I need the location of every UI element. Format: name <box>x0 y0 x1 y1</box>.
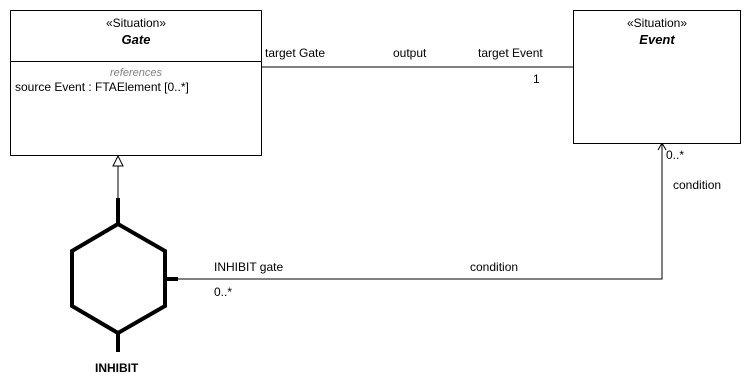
event-class[interactable]: «Situation» Event <box>573 10 741 144</box>
event-stereotype: «Situation» <box>626 16 688 30</box>
gate-class-divider <box>11 61 261 62</box>
target-event-multiplicity: 1 <box>533 72 540 86</box>
condition-association-name: condition <box>470 260 519 274</box>
gate-class-name: Gate <box>121 32 151 47</box>
output-association-name: output <box>393 46 427 60</box>
target-event-role-label: target Event <box>478 46 543 60</box>
condition-association-line[interactable] <box>178 144 663 280</box>
target-gate-role-label: target Gate <box>265 46 326 60</box>
gate-attribute-source-event[interactable]: source Event : FTAElement [0..*] <box>15 80 189 94</box>
event-class-name: Event <box>639 32 675 47</box>
inhibit-gate-role-label: INHIBIT gate <box>214 260 284 274</box>
generalization-arrowhead <box>112 154 124 167</box>
gate-stereotype: «Situation» <box>105 16 167 30</box>
gate-class[interactable]: «Situation» Gate references source Event… <box>10 10 262 156</box>
inhibit-end-multiplicity: 0..* <box>214 285 233 299</box>
inhibit-hexagon[interactable] <box>70 221 167 336</box>
gate-references-header: references <box>110 67 162 79</box>
inhibit-label: INHIBIT <box>95 361 139 375</box>
condition-role-label: condition <box>673 178 722 192</box>
event-end-multiplicity: 0..* <box>666 148 685 162</box>
